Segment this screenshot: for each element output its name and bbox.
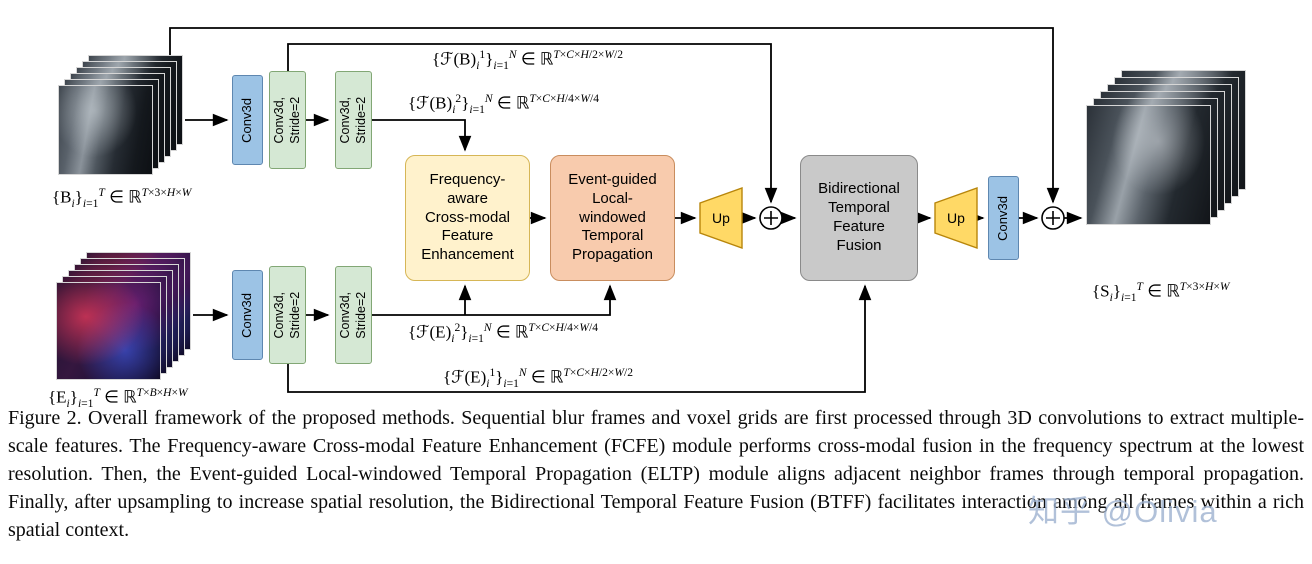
btff-label: Bidirectional Temporal Feature Fusion (818, 180, 900, 254)
conv3d-stride2-label: Conv3d, Stride=2 (272, 291, 303, 339)
eltp-label: Event-guided Local- windowed Temporal Pr… (568, 170, 657, 264)
output-frame-stack (1086, 70, 1246, 225)
fcfe-label: Frequency- aware Cross-modal Feature Enh… (421, 170, 514, 264)
conv3d-stride2-block-event-1: Conv3d, Stride=2 (269, 266, 306, 364)
feature-e1-label: {ℱ(E)i1}i=1N ∈ ℝT×C×H/2×W/2 (443, 366, 634, 391)
blur-frame (58, 85, 153, 175)
conv3d-stride2-block-event-2: Conv3d, Stride=2 (335, 266, 372, 364)
sum-node-1 (759, 206, 783, 230)
conv3d-block-output: Conv3d (988, 176, 1019, 260)
btff-module: Bidirectional Temporal Feature Fusion (800, 155, 918, 281)
arrow-feat-b2-to-fcfe (372, 119, 472, 152)
plus-circle-icon (1041, 206, 1065, 230)
plus-circle-icon (759, 206, 783, 230)
plus-icon (764, 211, 778, 225)
conv3d-label: Conv3d (239, 97, 255, 143)
arrow-feat-e2-to-eltp (372, 284, 617, 316)
feature-b2-label: {ℱ(B)i2}i=1N ∈ ℝT×C×H/4×W/4 (408, 92, 599, 117)
eltp-module: Event-guided Local- windowed Temporal Pr… (550, 155, 675, 281)
conv3d-stride2-label: Conv3d, Stride=2 (338, 96, 369, 144)
conv3d-label: Conv3d (239, 292, 255, 338)
figure-caption: Figure 2. Overall framework of the propo… (8, 407, 1304, 541)
conv3d-stride2-label: Conv3d, Stride=2 (338, 291, 369, 339)
conv3d-block-blur: Conv3d (232, 75, 263, 165)
blur-input-label: {Bi}i=1T ∈ ℝT×3×H×W (52, 186, 192, 211)
feature-e2-label: {ℱ(E)i2}i=1N ∈ ℝT×C×H/4×W/4 (408, 321, 599, 346)
blur-frame-stack (58, 55, 183, 175)
conv3d-stride2-block-blur-1: Conv3d, Stride=2 (269, 71, 306, 169)
feature-b1-label: {ℱ(B)i1}i=1N ∈ ℝT×C×H/2×W/2 (432, 48, 623, 73)
fcfe-module: Frequency- aware Cross-modal Feature Enh… (405, 155, 530, 281)
conv3d-label: Conv3d (995, 195, 1011, 241)
conv3d-block-event: Conv3d (232, 270, 263, 360)
event-voxel-stack (56, 252, 191, 380)
output-frame (1086, 105, 1211, 225)
plus-icon (1046, 211, 1060, 225)
event-frame (56, 282, 161, 380)
upsample-label-2: Up (947, 210, 965, 226)
watermark: 知乎 @Olivia (1028, 494, 1218, 529)
event-input-label: {Ei}i=1T ∈ ℝT×B×H×W (48, 386, 188, 411)
sum-node-2 (1041, 206, 1065, 230)
output-label: {Si}i=1T ∈ ℝT×3×H×W (1092, 280, 1230, 305)
conv3d-stride2-label: Conv3d, Stride=2 (272, 96, 303, 144)
upsample-label-1: Up (712, 210, 730, 226)
conv3d-stride2-block-blur-2: Conv3d, Stride=2 (335, 71, 372, 169)
